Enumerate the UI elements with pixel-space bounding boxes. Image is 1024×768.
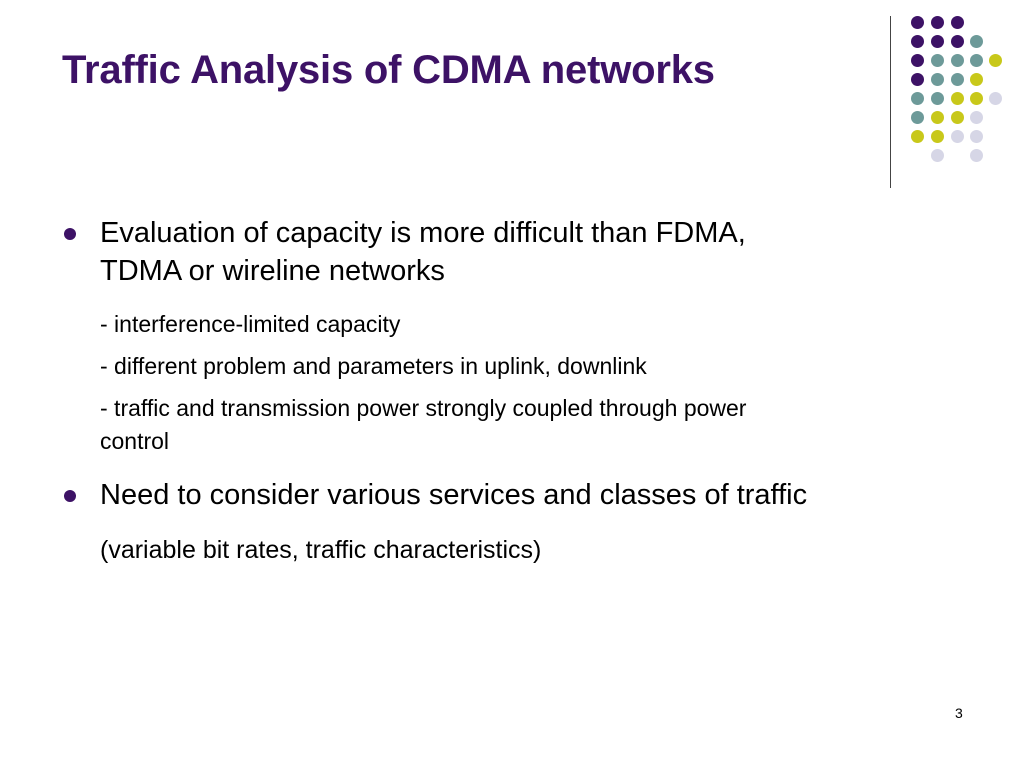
sub-item-2: - different problem and parameters in up…	[100, 353, 647, 379]
decorative-dot	[970, 92, 983, 105]
slide-title: Traffic Analysis of CDMA networks	[62, 48, 715, 92]
decorative-dot	[931, 92, 944, 105]
bullet-2-note: (variable bit rates, traffic characteris…	[100, 536, 542, 564]
decorative-dot	[911, 16, 924, 29]
vertical-divider	[890, 16, 891, 188]
sub-item-1: - interference-limited capacity	[100, 311, 401, 337]
decorative-dot-grid	[0, 0, 1024, 200]
decorative-dot	[951, 111, 964, 124]
decorative-dot	[951, 54, 964, 67]
decorative-dot	[951, 16, 964, 29]
bullet-1-line-1: Evaluation of capacity is more difficult…	[100, 217, 746, 249]
bullet-dot	[64, 490, 76, 502]
sub-item-3-line-2: control	[100, 428, 170, 454]
bullet-1-line-2: TDMA or wireline networks	[100, 255, 445, 287]
decorative-dot	[931, 35, 944, 48]
decorative-dot	[911, 130, 924, 143]
decorative-dot	[931, 54, 944, 67]
decorative-dot	[931, 16, 944, 29]
decorative-dot	[931, 111, 944, 124]
decorative-dot	[951, 92, 964, 105]
decorative-dot	[970, 111, 983, 124]
decorative-dot	[970, 73, 983, 86]
decorative-dot	[970, 54, 983, 67]
decorative-dot	[911, 111, 924, 124]
decorative-dot	[911, 92, 924, 105]
bullet-dot	[64, 228, 76, 240]
bullet-2-line-1: Need to consider various services and cl…	[100, 479, 808, 511]
decorative-dot	[911, 54, 924, 67]
decorative-dot	[911, 35, 924, 48]
decorative-dot	[989, 54, 1002, 67]
decorative-dot	[951, 35, 964, 48]
decorative-dot	[970, 35, 983, 48]
sub-item-3-line-1: - traffic and transmission power strongl…	[100, 395, 747, 421]
decorative-dot	[970, 149, 983, 162]
decorative-dot	[951, 130, 964, 143]
decorative-dot	[931, 149, 944, 162]
decorative-dot	[911, 73, 924, 86]
decorative-dot	[931, 73, 944, 86]
decorative-dot	[970, 130, 983, 143]
page-number: 3	[955, 705, 963, 721]
decorative-dot	[931, 130, 944, 143]
decorative-dot	[951, 73, 964, 86]
decorative-dot	[989, 92, 1002, 105]
